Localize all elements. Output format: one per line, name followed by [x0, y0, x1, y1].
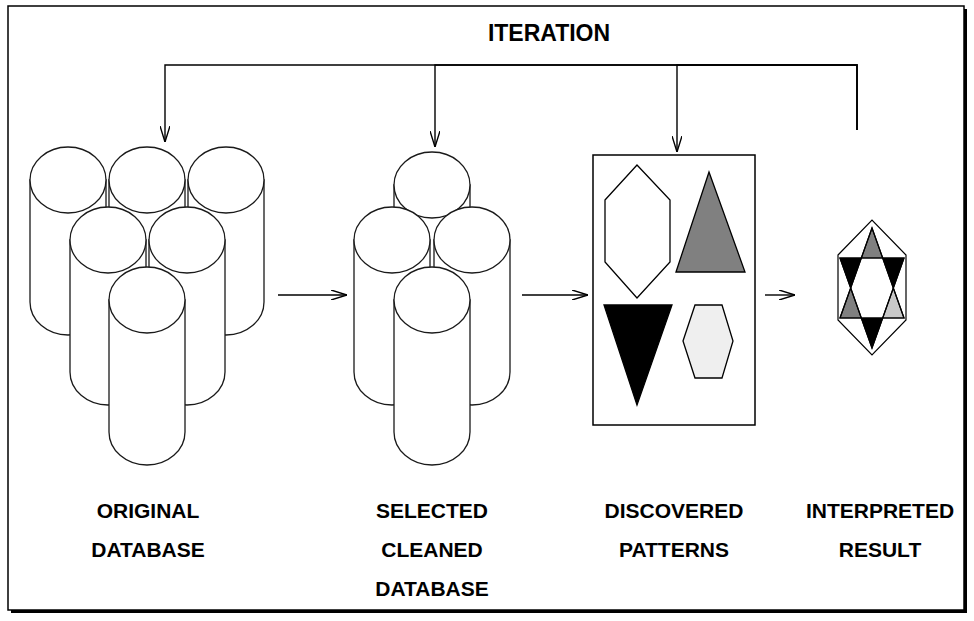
stage-node: DISCOVERED PATTERNS: [593, 155, 755, 571]
iteration-arrow: [435, 65, 857, 147]
flow-arrow: [765, 294, 795, 295]
pattern-box: [593, 155, 755, 425]
cleaned-cylinders: [354, 152, 510, 465]
iteration-arrow: [677, 65, 857, 152]
stage-label: DISCOVERED PATTERNS: [593, 491, 755, 569]
database-cylinders: [30, 147, 264, 465]
flow-arrow: [278, 294, 347, 295]
stage-node: INTERPRETED RESULT: [800, 130, 960, 571]
iteration-arrow: [165, 65, 857, 142]
stage-label: ORIGINAL DATABASE: [63, 491, 233, 569]
stage-node: SELECTED CLEANED DATABASE: [352, 150, 512, 610]
flow-arrow: [522, 294, 588, 295]
result-icon: [838, 220, 906, 355]
stage-label: SELECTED CLEANED DATABASE: [352, 491, 512, 608]
iteration-label: ITERATION: [484, 18, 614, 48]
frame: [8, 6, 964, 610]
stage-node: ORIGINAL DATABASE: [28, 145, 268, 571]
stage-label: INTERPRETED RESULT: [800, 491, 960, 569]
